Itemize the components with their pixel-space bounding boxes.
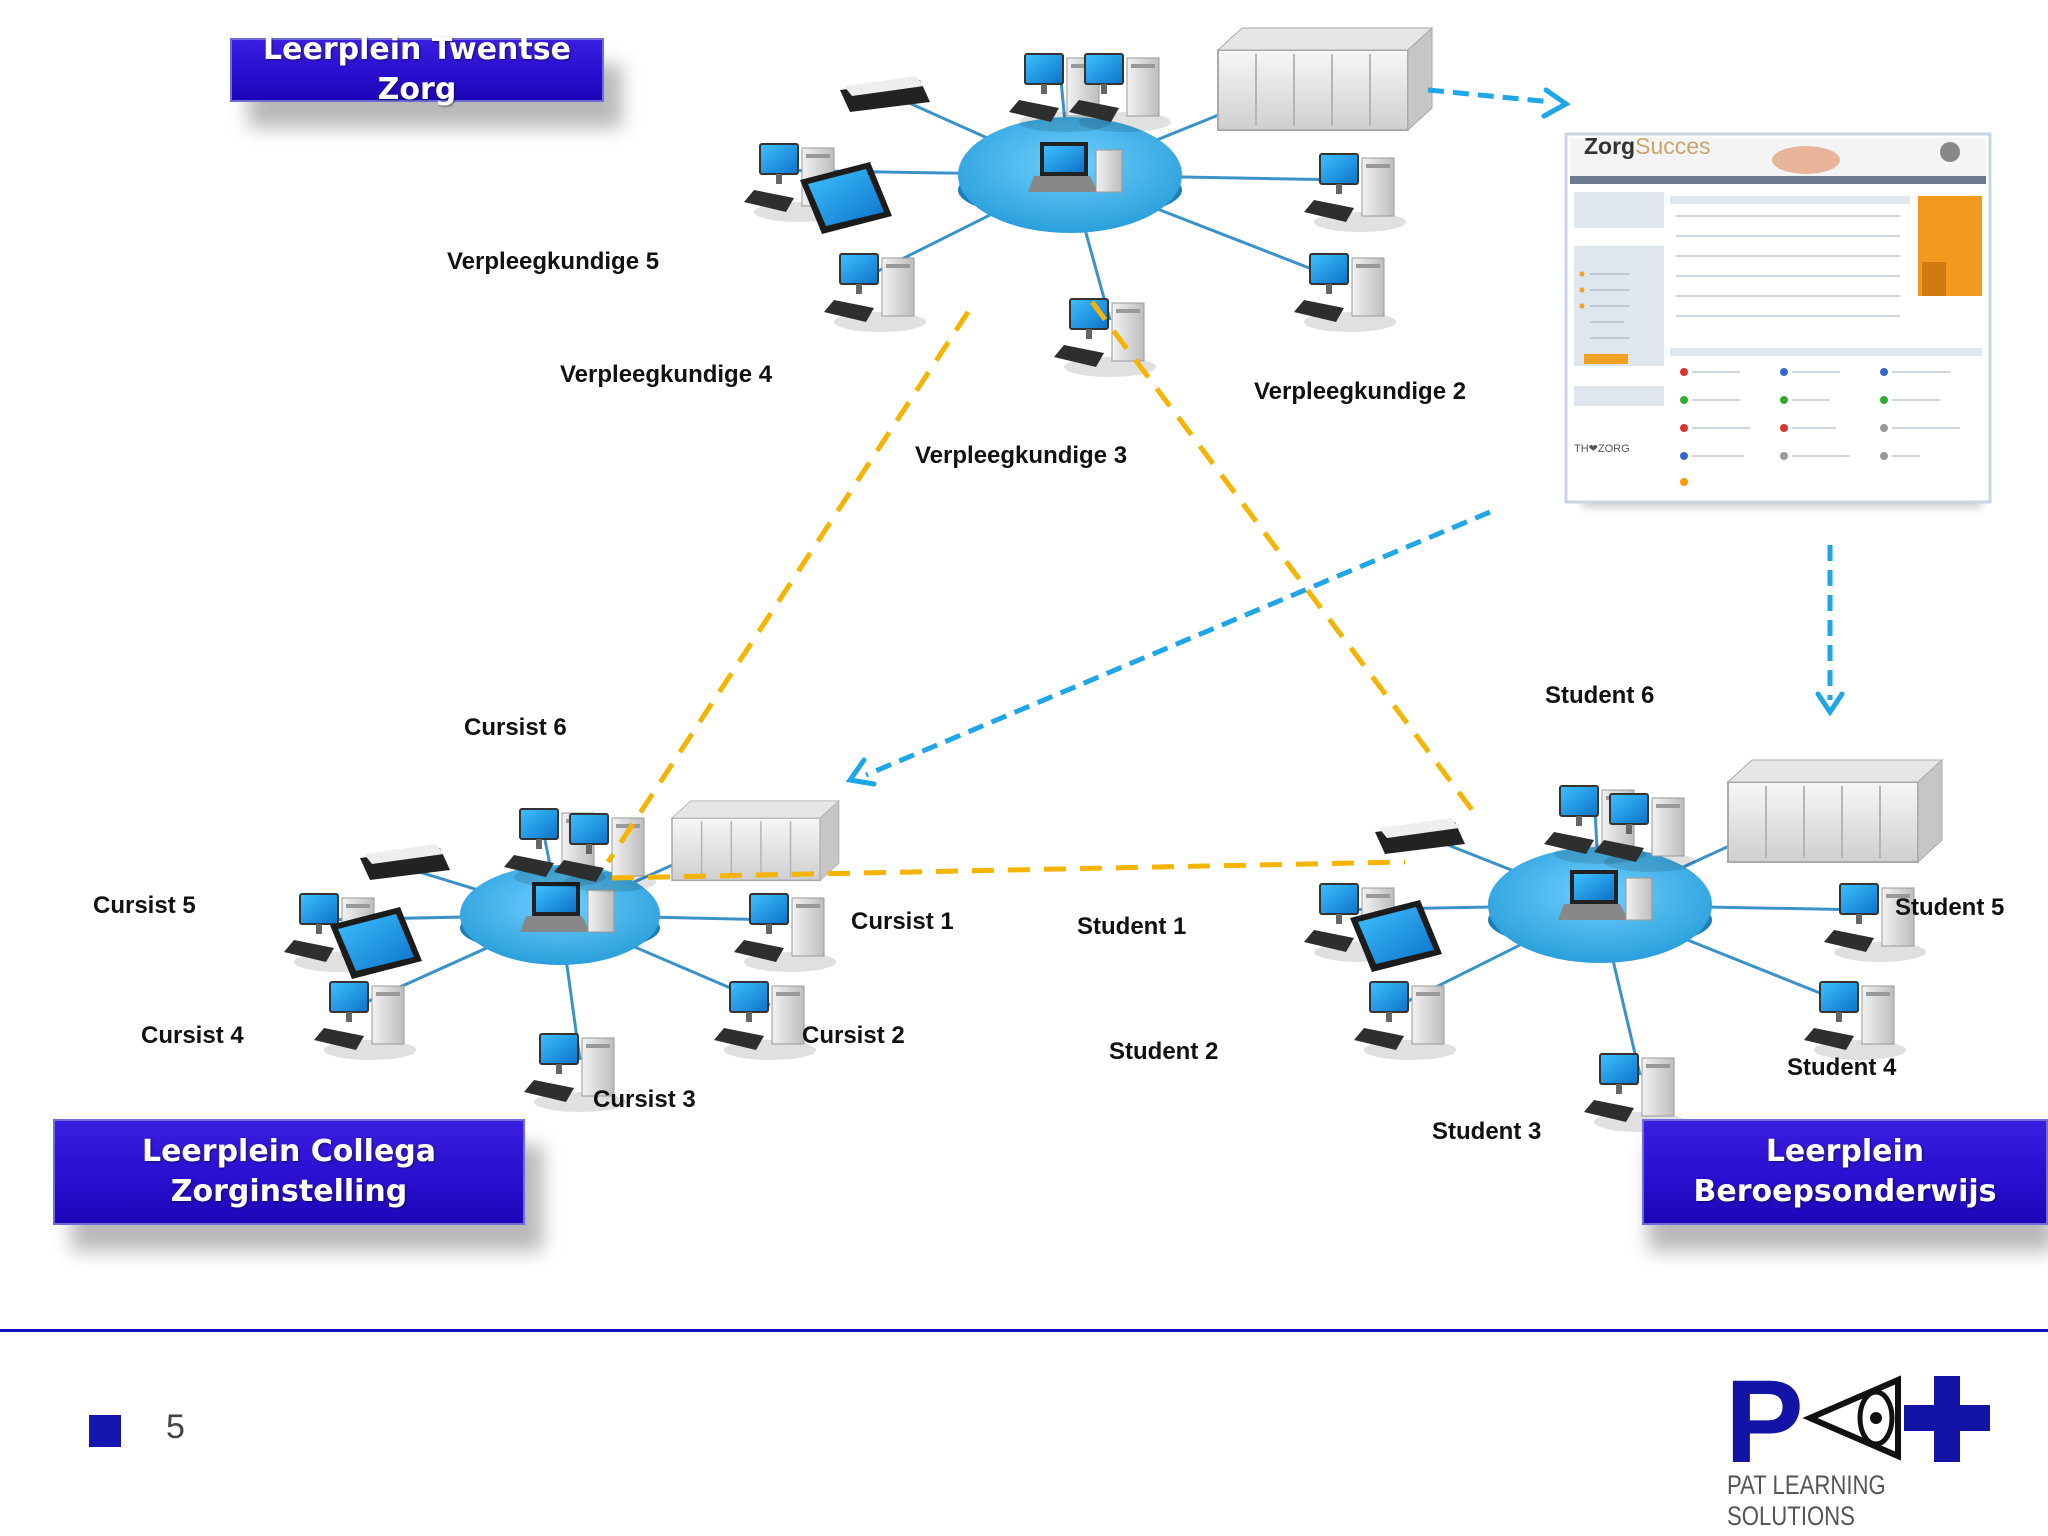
blue-flow-arrows [865,87,1833,778]
network-collega [283,800,840,1113]
arrow-head-down [1815,691,1845,717]
pat-logo: P [1725,1356,1990,1488]
zorgsucces-website: ZorgSucces TH❤ZORG [1564,132,1992,508]
page-marker-square [89,1415,121,1447]
arrow-head-right [1541,87,1571,119]
title-leerplein-beroepsonderwijs: Leerplein Beroepsonderwijs [1642,1119,2048,1225]
network-beroeps [1303,759,1943,1133]
orange-connection-lines [605,300,1481,881]
pat-logo-letter: P [1725,1356,1804,1488]
label-cursist-1: Cursist 1 [851,908,954,935]
label-student-4: Student 4 [1787,1054,1897,1081]
label-cursist-5: Cursist 5 [93,892,196,919]
plus-icon [1904,1376,1990,1462]
label-student-3: Student 3 [1432,1118,1542,1145]
label-verpleegkundige-2: Verpleegkundige 2 [1254,378,1467,405]
pat-brand-name: PAT LEARNING SOLUTIONS [1727,1470,1886,1531]
header-photo [1772,146,1840,174]
th-zorg-logo: TH❤ZORG [1574,443,1630,455]
label-verpleegkundige-3: Verpleegkundige 3 [915,442,1128,469]
title-leerplein-collega: Leerplein Collega Zorginstelling [53,1119,525,1225]
label-cursist-4: Cursist 4 [141,1022,244,1049]
zorgsucces-logo: ZorgSucces [1584,133,1711,159]
page-number: 5 [166,1408,185,1446]
label-student-6: Student 6 [1545,682,1655,709]
label-cursist-2: Cursist 2 [802,1022,905,1049]
label-student-1: Student 1 [1077,913,1187,940]
label-verpleegkundige-5: Verpleegkundige 5 [447,248,660,275]
label-verpleegkundige-4: Verpleegkundige 4 [560,361,773,388]
label-cursist-3: Cursist 3 [593,1086,696,1113]
footer-divider [0,1329,2048,1332]
title-leerplein-twentse-zorg: Leerplein Twentse Zorg [230,32,604,107]
eye-triangle-icon [1802,1375,1901,1461]
arrow-head-left [845,757,877,787]
label-student-5: Student 5 [1895,894,2005,921]
label-cursist-6: Cursist 6 [464,714,567,741]
label-student-2: Student 2 [1109,1038,1219,1065]
header-icon [1940,142,1960,162]
network-twentse-zorg [743,27,1433,378]
